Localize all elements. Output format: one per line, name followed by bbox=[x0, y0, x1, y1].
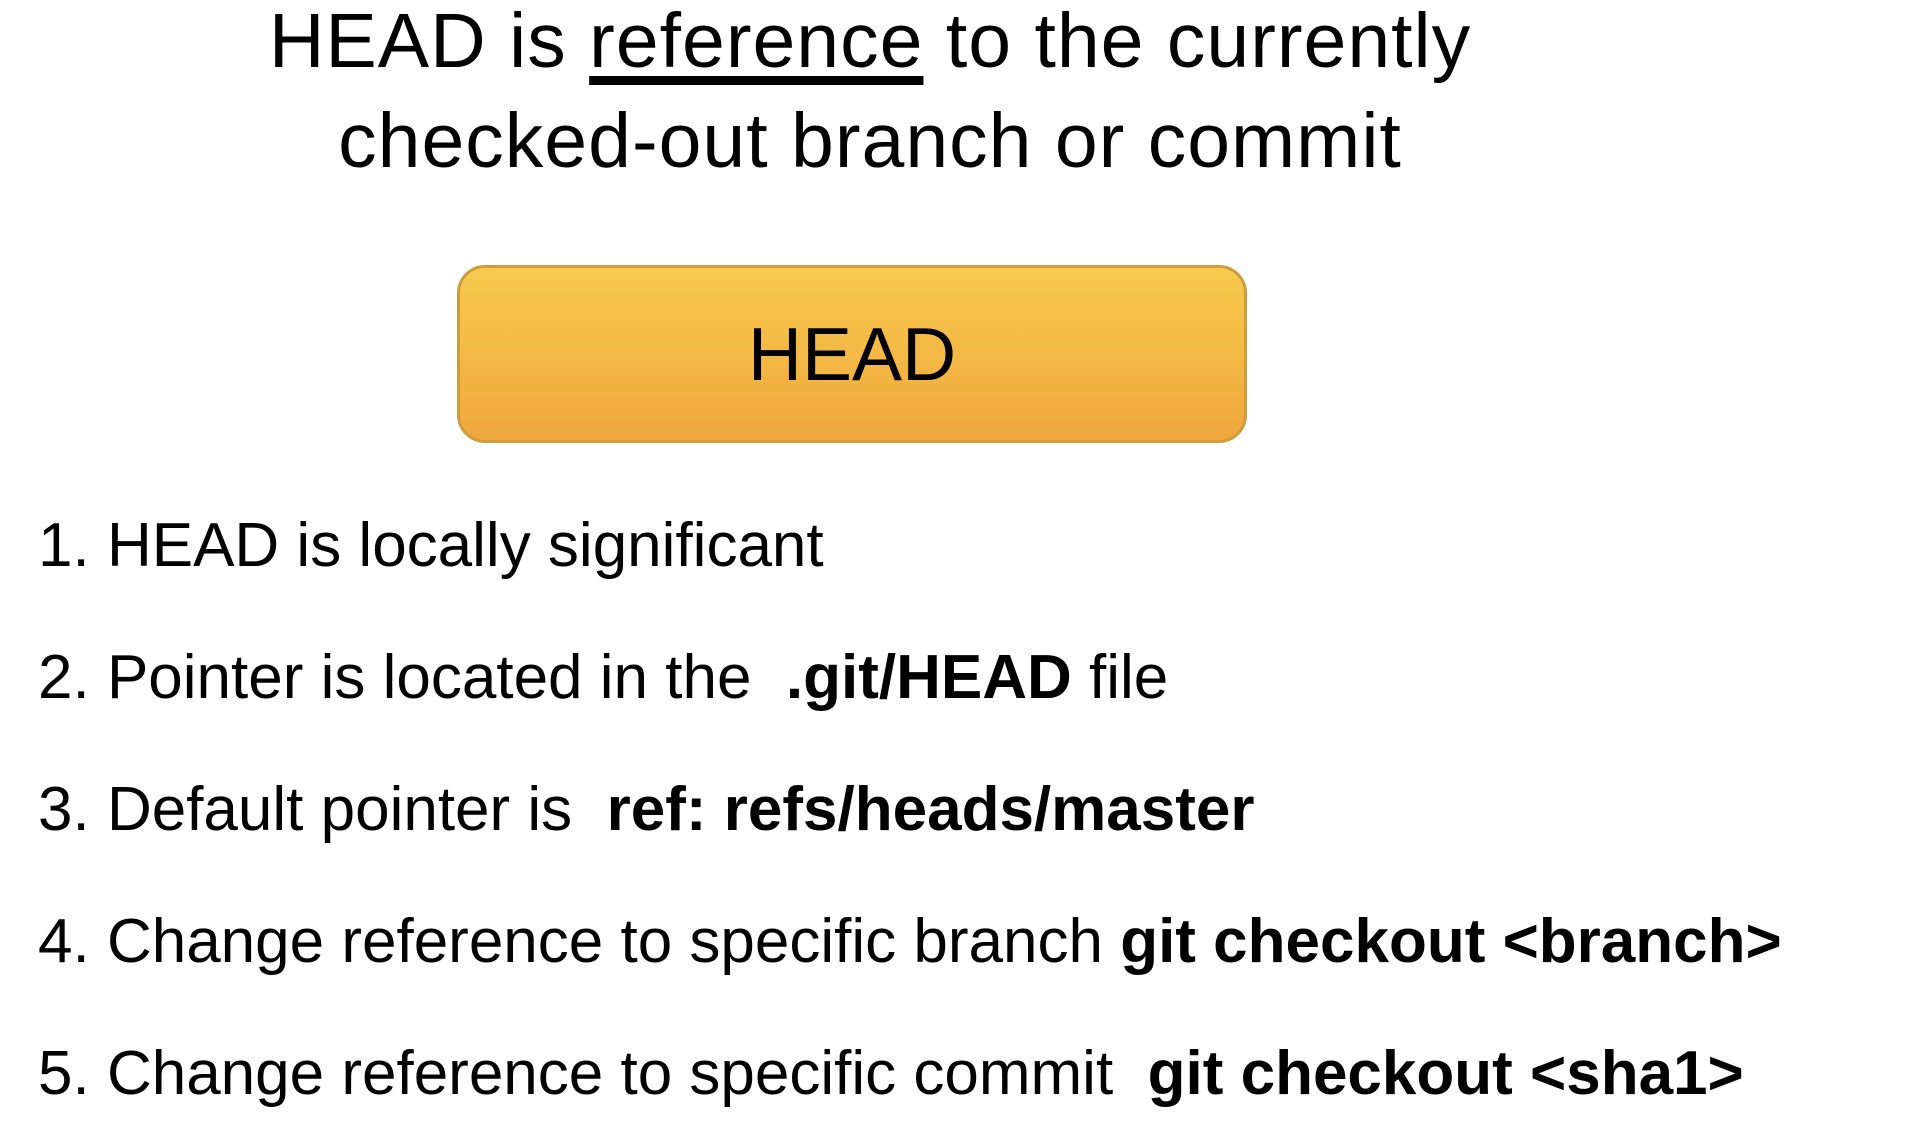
list-item-text: Default pointer is bbox=[106, 775, 607, 844]
list-item-text: Change reference to specific branch bbox=[106, 907, 1121, 976]
list-item-code-text: ref: refs/heads/master bbox=[606, 775, 1255, 844]
list-item-number: 1. bbox=[38, 511, 107, 580]
list-item-number: 5. bbox=[38, 1039, 107, 1108]
list-item-code-text: .git/HEAD bbox=[785, 643, 1072, 712]
list-item-number: 2. bbox=[38, 643, 107, 712]
list-item-text: file bbox=[1071, 643, 1169, 712]
title-underlined-text: reference bbox=[589, 0, 924, 84]
list-item-text: HEAD is locally significant bbox=[106, 511, 824, 580]
title-line: HEAD is reference to the currently bbox=[0, 0, 1740, 91]
head-shape-label: HEAD bbox=[747, 312, 957, 396]
head-shape: HEAD bbox=[457, 265, 1247, 443]
title-text: checked-out branch or commit bbox=[338, 98, 1402, 184]
list-item-text: Change reference to specific commit bbox=[106, 1039, 1148, 1108]
title-line: checked-out branch or commit bbox=[0, 91, 1740, 191]
list-item: 2. Pointer is located in the .git/HEAD f… bbox=[38, 612, 1932, 744]
list-item: 5. Change reference to specific commit g… bbox=[38, 1008, 1932, 1134]
list-item: 1. HEAD is locally significant bbox=[38, 480, 1932, 612]
title-text: to the currently bbox=[923, 0, 1472, 84]
list-item-number: 3. bbox=[38, 775, 107, 844]
list-item-code-text: git checkout <branch> bbox=[1120, 907, 1782, 976]
list-item-number: 4. bbox=[38, 907, 107, 976]
title-text: HEAD is bbox=[268, 0, 590, 84]
list-item-text: Pointer is located in the bbox=[106, 643, 786, 712]
list-item: 4. Change reference to specific branch g… bbox=[38, 876, 1932, 1008]
list-item-code-text: git checkout <sha1> bbox=[1147, 1039, 1744, 1108]
list-item: 3. Default pointer is ref: refs/heads/ma… bbox=[38, 744, 1932, 876]
